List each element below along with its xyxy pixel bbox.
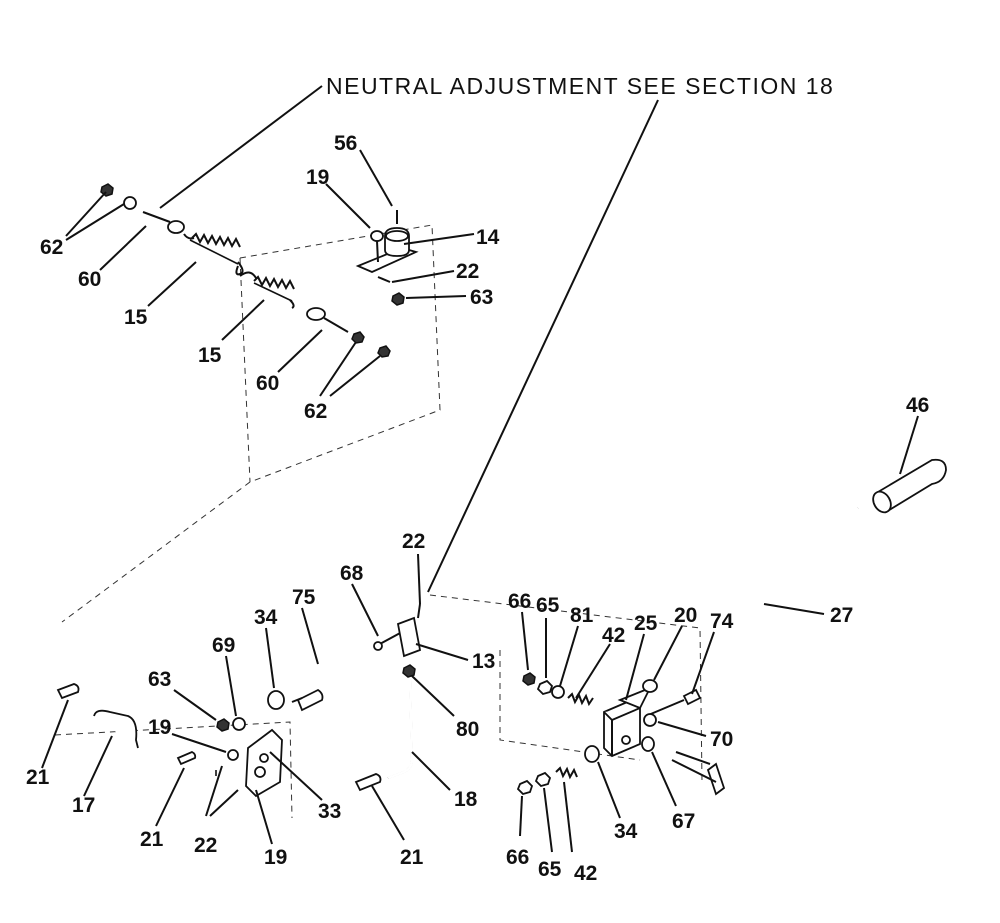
shift-lever-27 [671, 506, 860, 796]
nut-63 [391, 292, 405, 306]
label-70: 70 [710, 728, 733, 751]
bracket-assembly-14 [355, 210, 419, 306]
pin-21-left [56, 683, 80, 700]
nut-65 [536, 679, 554, 696]
label-63: 63 [148, 668, 171, 691]
eye-bolt-60 [167, 220, 185, 234]
label-21: 21 [400, 846, 424, 869]
label-15: 15 [124, 306, 148, 329]
label-66: 66 [506, 846, 529, 869]
eye-bolt-60-lower [306, 307, 326, 321]
spring-42-lower [555, 766, 578, 780]
label-13: 13 [472, 650, 495, 673]
label-21: 21 [140, 828, 164, 851]
label-65: 65 [536, 594, 560, 617]
clevis-13 [396, 616, 422, 658]
label-20: 20 [674, 604, 697, 627]
phantom-outline [54, 224, 703, 819]
nut-62-lower [351, 331, 365, 344]
label-60: 60 [256, 372, 279, 395]
nut-65-lower [534, 771, 552, 788]
bushing-34 [267, 690, 285, 710]
spring-assembly [100, 183, 391, 358]
label-63: 63 [470, 286, 493, 309]
diagram-title: NEUTRAL ADJUSTMENT SEE SECTION 18 [326, 73, 834, 99]
label-34: 34 [614, 820, 638, 843]
label-19: 19 [306, 166, 329, 189]
label-75: 75 [292, 586, 316, 609]
label-42: 42 [574, 862, 597, 885]
nut-66 [522, 672, 536, 686]
label-33: 33 [318, 800, 341, 823]
bushing-67 [641, 736, 655, 752]
label-34: 34 [254, 606, 278, 629]
pivot-bracket-33 [56, 683, 324, 798]
bushing-34-right [584, 745, 600, 763]
adjuster-block-25 [516, 672, 711, 796]
rod-17 [93, 709, 139, 749]
label-62: 62 [304, 400, 327, 423]
label-46: 46 [906, 394, 929, 417]
label-15: 15 [198, 344, 222, 367]
nut-80 [402, 664, 416, 678]
pin-21 [354, 773, 382, 792]
label-14: 14 [476, 226, 500, 249]
label-74: 74 [710, 610, 734, 633]
label-65: 65 [538, 858, 562, 881]
spring-42 [567, 692, 594, 707]
spring-15-upper [189, 232, 241, 265]
washer-70 [643, 713, 657, 727]
label-18: 18 [454, 788, 478, 811]
screw-19 [227, 749, 239, 761]
nut-66-lower [516, 779, 534, 796]
label-67: 67 [672, 810, 695, 833]
label-22: 22 [456, 260, 479, 283]
bolt-20 [642, 679, 658, 693]
washer-81 [551, 685, 565, 699]
label-17: 17 [72, 794, 95, 817]
label-69: 69 [212, 634, 235, 657]
nut-63-lower [216, 718, 230, 732]
spring-15-lower [253, 275, 295, 302]
control-rod-assembly [354, 603, 422, 792]
label-62: 62 [40, 236, 63, 259]
bolt-75 [296, 688, 324, 712]
pin-68 [377, 631, 403, 646]
washer-69 [232, 717, 246, 731]
label-56: 56 [334, 132, 357, 155]
washer-62 [123, 196, 137, 210]
label-22: 22 [402, 530, 425, 553]
label-68: 68 [340, 562, 364, 585]
handle-grip-46 [872, 458, 947, 514]
label-60: 60 [78, 268, 101, 291]
label-25: 25 [634, 612, 658, 635]
rod-18 [387, 679, 414, 779]
label-21: 21 [26, 766, 50, 789]
label-66: 66 [508, 590, 531, 613]
label-19: 19 [264, 846, 287, 869]
label-80: 80 [456, 718, 479, 741]
label-42: 42 [602, 624, 625, 647]
label-27: 27 [830, 604, 853, 627]
bolt-19 [370, 230, 384, 242]
label-22: 22 [194, 834, 217, 857]
label-81: 81 [570, 604, 594, 627]
label-19: 19 [148, 716, 171, 739]
callout-labels: 62 60 15 15 60 62 56 19 14 22 63 46 27 2… [26, 132, 929, 885]
